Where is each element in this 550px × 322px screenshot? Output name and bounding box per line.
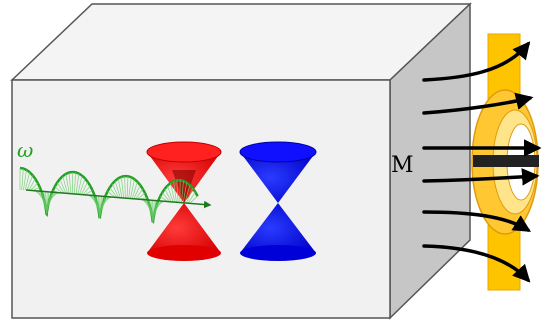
frequency-label: ω — [17, 138, 33, 162]
field-arrow-1 — [422, 41, 531, 82]
weyl-cone-right — [239, 141, 317, 261]
ring-stripe — [473, 155, 539, 167]
field-arrow-5 — [422, 210, 531, 232]
field-arrow-6 — [422, 244, 531, 283]
weyl-cone-left — [146, 141, 222, 261]
light-helix — [19, 166, 199, 224]
magnetization-label: M — [391, 153, 414, 178]
field-arrow-4 — [422, 168, 540, 186]
field-arrows — [422, 41, 542, 283]
propagation-arrow — [25, 189, 212, 209]
field-arrow-2 — [422, 92, 534, 115]
box-front-face — [11, 79, 391, 319]
